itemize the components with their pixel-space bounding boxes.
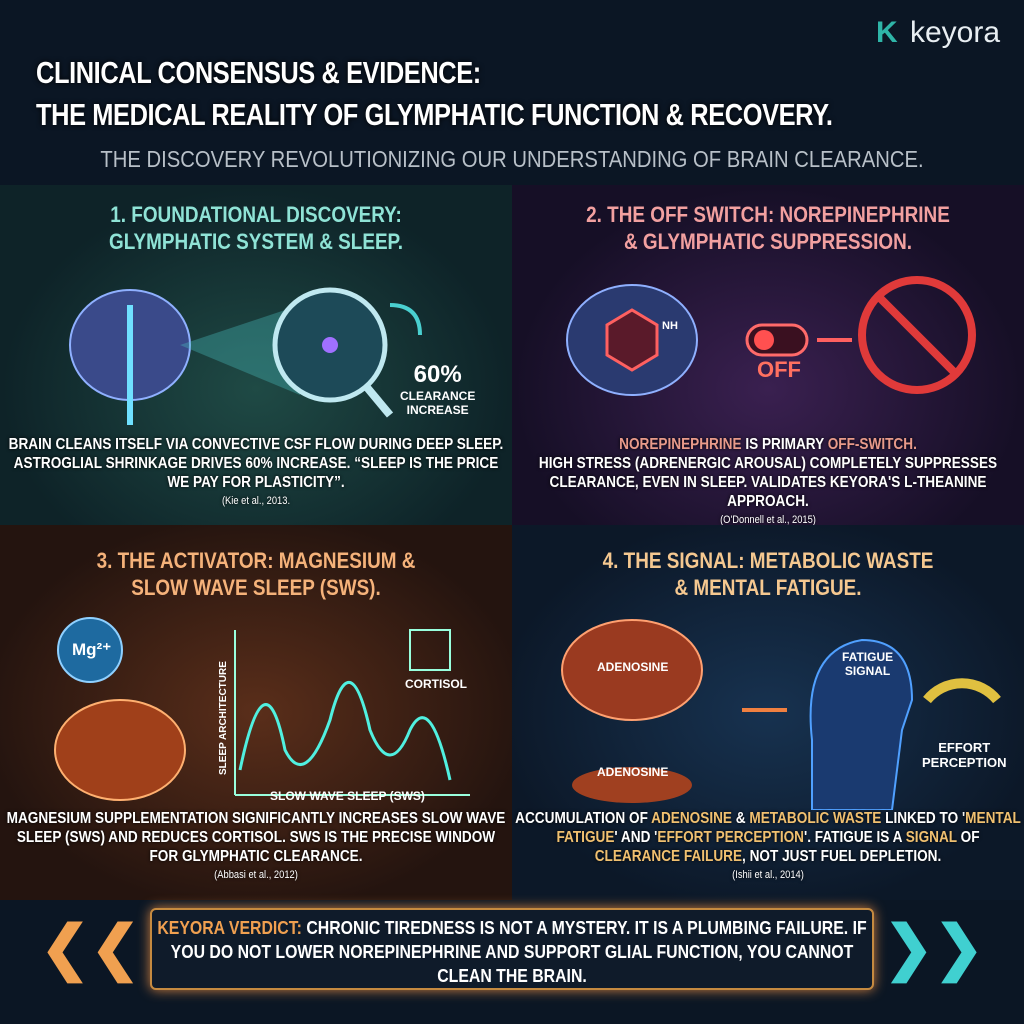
magnesium-icon xyxy=(57,617,123,683)
verdict-banner: Keyora Verdict: Chronic tiredness is not… xyxy=(150,908,874,990)
verdict-text: Chronic tiredness is not a mystery. It i… xyxy=(170,918,867,986)
switch-label: OFF xyxy=(757,357,801,382)
prohibited-icon xyxy=(858,276,976,394)
brand-name: keyora xyxy=(909,16,1000,49)
cortisol-down-icon xyxy=(409,629,451,671)
section-heading: 1. Foundational Discovery:Glymphatic Sys… xyxy=(108,202,404,254)
section-body: Magnesium supplementation significantly … xyxy=(1,809,511,882)
citation: (O'Donnell et al., 2015) xyxy=(720,514,816,525)
chevron-left-icon: ❮❮ xyxy=(40,914,141,981)
title-line-1: Clinical Consensus & Evidence: xyxy=(36,55,481,90)
molecule-icon xyxy=(605,308,659,372)
chevron-right-icon: ❯❯ xyxy=(883,914,984,981)
citation: (Ishii et al., 2014) xyxy=(732,869,804,881)
clearance-stat: 60%ClearanceIncrease xyxy=(400,361,476,417)
head-silhouette-icon xyxy=(809,638,914,810)
molecule-label: NH xyxy=(662,320,678,332)
section-metabolic-waste: 4. The Signal: Metabolic Waste& Mental F… xyxy=(512,525,1024,900)
adenosine-label: Adenosine xyxy=(597,660,669,674)
section-body: Brain cleans itself via convective CSF f… xyxy=(1,435,511,508)
adenosine-label: Adenosine xyxy=(597,765,669,779)
page-subtitle: The discovery revolutionizing our unders… xyxy=(100,146,924,172)
y-axis-label: Sleep Architecture xyxy=(218,661,229,775)
section-body: Norepinephrine is primary off-switch.Hig… xyxy=(513,435,1023,525)
verdict-label: Keyora Verdict: xyxy=(157,918,302,938)
brain-molecule-illustration xyxy=(566,276,976,396)
section-magnesium: 3. The Activator: Magnesium &Slow Wave S… xyxy=(0,525,512,900)
k-logo-icon: K xyxy=(875,16,898,49)
title-line-2: The Medical Reality of Glymphatic Functi… xyxy=(36,97,833,132)
waste-pile xyxy=(572,767,692,803)
page-title: Clinical Consensus & Evidence: The Medic… xyxy=(36,52,971,136)
section-heading: 4. The Signal: Metabolic Waste& Mental F… xyxy=(602,548,934,600)
fatigue-illustration xyxy=(561,619,1001,810)
cortisol-label: Cortisol xyxy=(405,677,467,691)
magnesium-label: Mg²⁺ xyxy=(72,640,112,659)
brain-icon xyxy=(54,699,186,801)
sleep-wave-line xyxy=(238,681,452,781)
brain-icon xyxy=(561,619,703,721)
x-axis-label: Slow Wave Sleep (SWS) xyxy=(270,789,425,803)
section-heading: 3. The Activator: Magnesium &Slow Wave S… xyxy=(96,548,416,600)
brain-magnifier-illustration xyxy=(69,287,422,425)
sleep-chart-illustration xyxy=(54,617,470,801)
gauge-icon xyxy=(923,678,1001,704)
citation: (Kie et al., 2013. xyxy=(221,495,291,507)
citation: (Abbasi et al., 2012) xyxy=(214,869,298,881)
section-heading: 2. The Off Switch: Norepinephrine& Glymp… xyxy=(586,202,950,254)
section-glymphatic-discovery: 1. Foundational Discovery:Glymphatic Sys… xyxy=(0,185,512,525)
effort-perception-label: EffortPerception xyxy=(922,740,1007,770)
brand-logo: K keyora xyxy=(876,16,1000,50)
section-body: Accumulation of Adenosine & Metabolic Wa… xyxy=(513,809,1023,882)
verdict-content: Keyora Verdict: Chronic tiredness is not… xyxy=(152,916,872,988)
section-norepinephrine: 2. The Off Switch: Norepinephrine& Glymp… xyxy=(512,185,1024,525)
fatigue-signal-label: FatigueSignal xyxy=(842,650,894,678)
